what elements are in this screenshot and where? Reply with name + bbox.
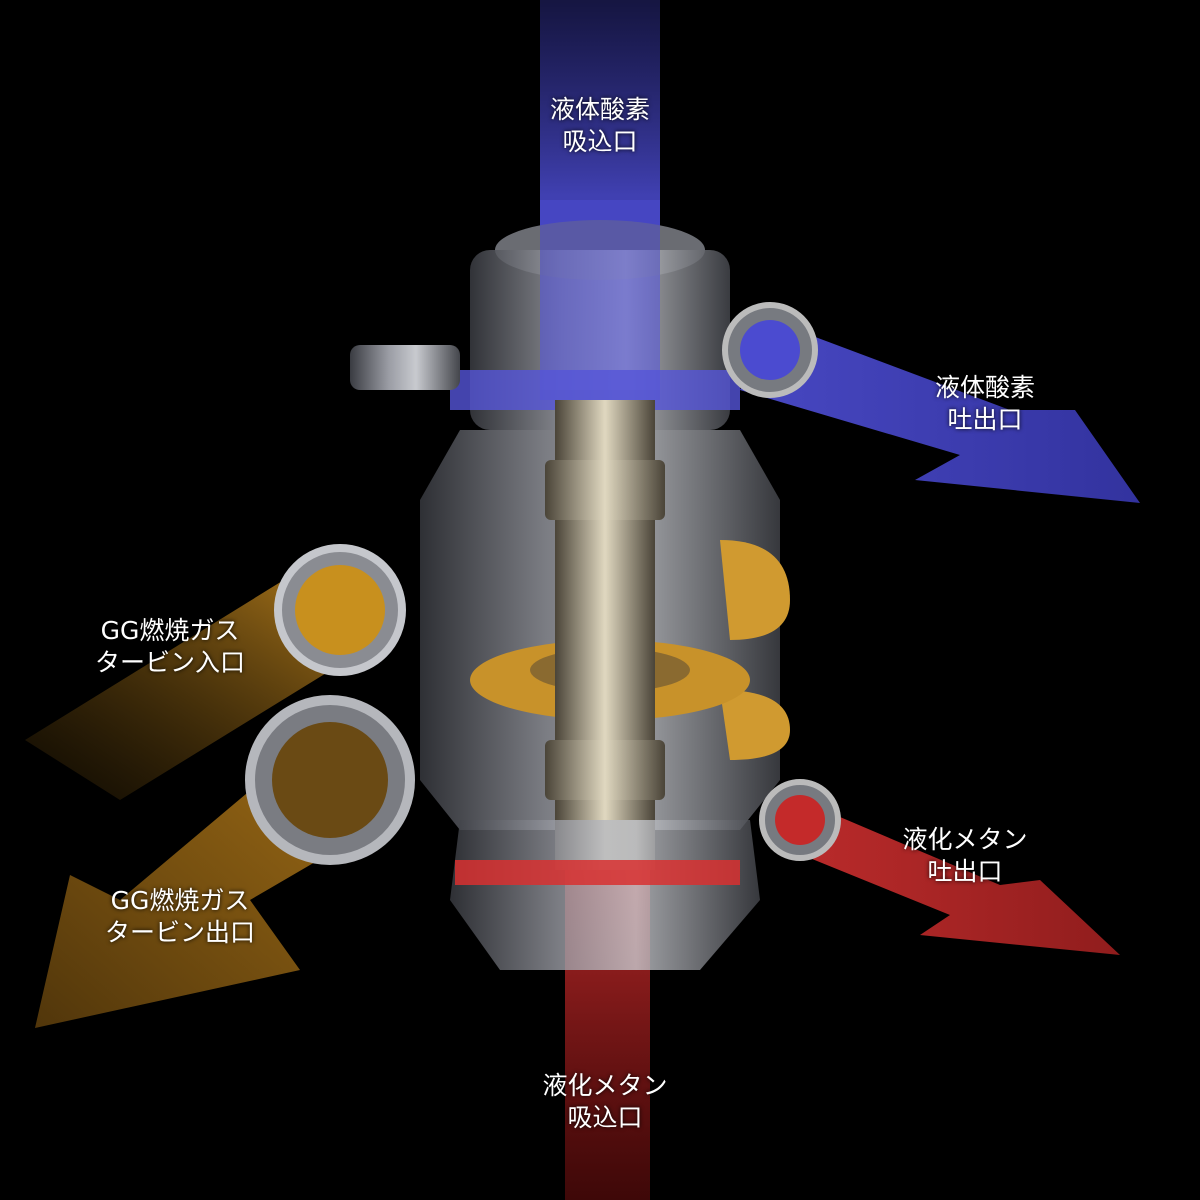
turbine-outlet-label: GG燃焼ガス タービン出口 xyxy=(90,885,270,949)
lox-inlet-line2: 吸込口 xyxy=(562,127,638,156)
methane-inlet-line1: 液化メタン xyxy=(542,1071,668,1100)
methane-inlet-label: 液化メタン 吸込口 xyxy=(535,1070,675,1134)
methane-outlet-arrow xyxy=(790,800,1120,955)
lox-inlet-line1: 液体酸素 xyxy=(549,95,650,124)
methane-outlet-line2: 吐出口 xyxy=(927,857,1003,886)
methane-inlet-line2: 吸込口 xyxy=(567,1103,643,1132)
pump-body xyxy=(245,200,841,970)
lox-outlet-line2: 吐出口 xyxy=(947,405,1023,434)
turbine-outlet-line1: GG燃焼ガス xyxy=(110,886,250,915)
turbine-outlet-line2: タービン出口 xyxy=(104,918,255,947)
turbine-inlet-label: GG燃焼ガス タービン入口 xyxy=(80,615,260,679)
turbine-inlet-line1: GG燃焼ガス xyxy=(100,616,240,645)
lox-inlet-label: 液体酸素 吸込口 xyxy=(535,94,665,158)
lox-outlet-line1: 液体酸素 xyxy=(934,373,1035,402)
methane-outlet-label: 液化メタン 吐出口 xyxy=(895,824,1035,888)
methane-outlet-line1: 液化メタン xyxy=(902,825,1028,854)
turbine-inlet-line2: タービン入口 xyxy=(94,648,245,677)
lox-outlet-arrow xyxy=(740,320,1140,503)
lox-outlet-label: 液体酸素 吐出口 xyxy=(920,372,1050,436)
